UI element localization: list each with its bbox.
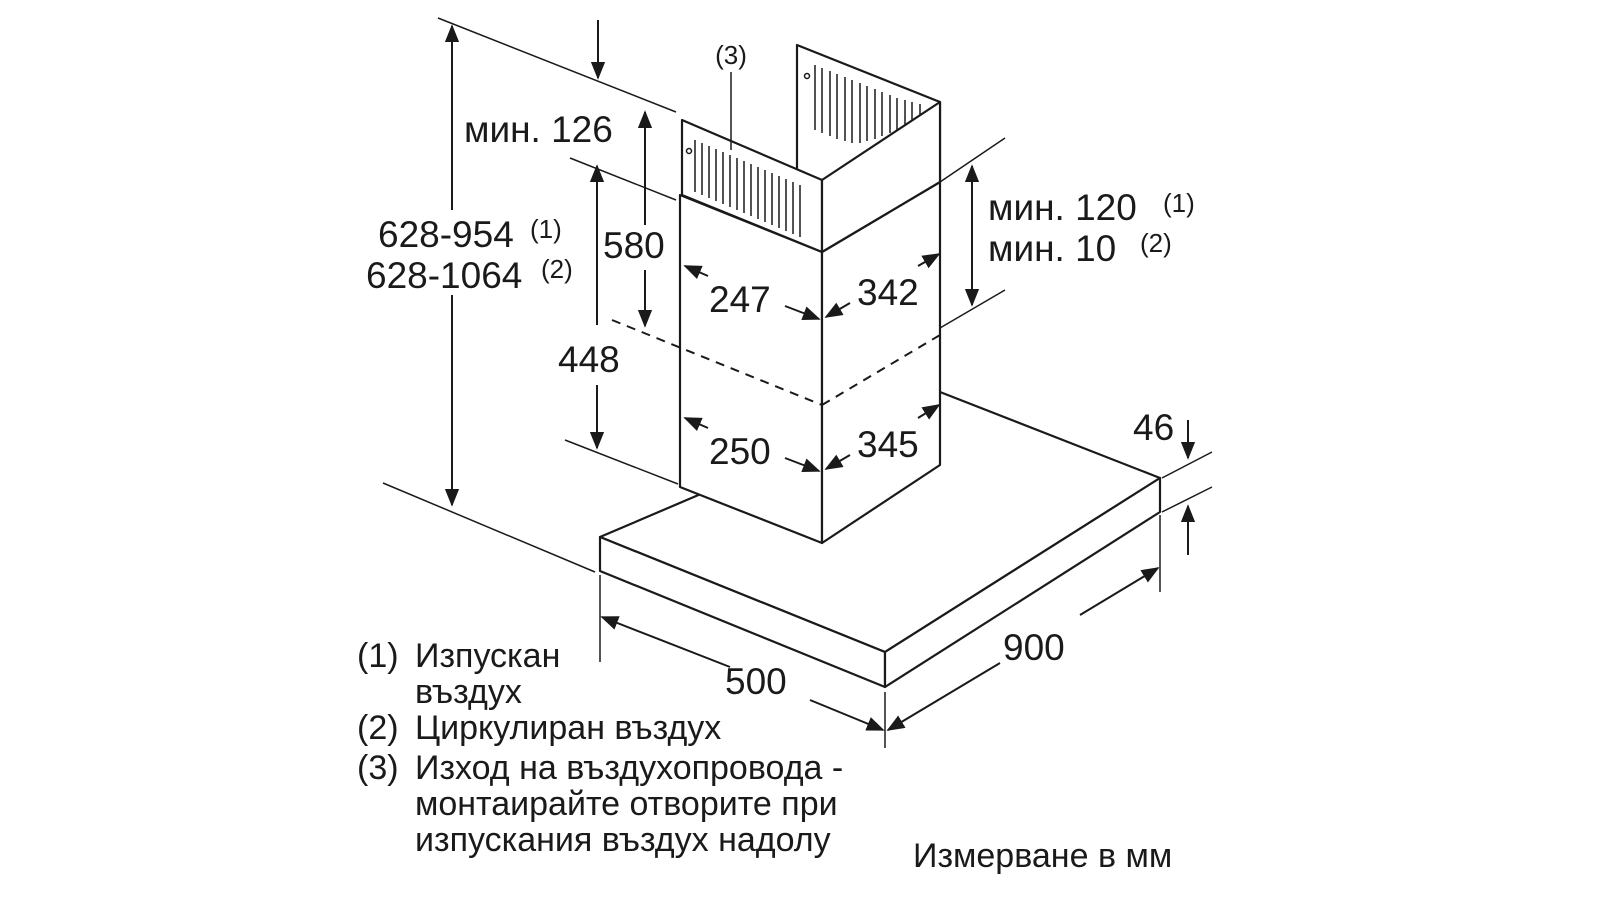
legend: (1) Изпускан въздух (2) Циркулиран възду… — [357, 637, 843, 859]
dim-min-120-ref: (1) — [1163, 188, 1195, 218]
dim-342: 342 — [857, 272, 919, 313]
reference-lines — [382, 17, 1213, 748]
legend-2-num: (2) — [357, 709, 399, 747]
legend-3-line-2: монтаирайте отворите при — [415, 785, 838, 823]
dimension-arrows — [444, 20, 1196, 731]
dim-247: 247 — [709, 279, 771, 320]
chimney — [611, 180, 942, 545]
legend-3-num: (3) — [357, 749, 399, 787]
dim-total-range-1: 628-954 — [378, 214, 514, 255]
dim-total-range-2: 628-1064 — [366, 255, 522, 296]
legend-3-line-3: изпускания въздух надолу — [415, 821, 831, 859]
dim-min-120: мин. 120 — [988, 187, 1137, 228]
dim-total-range-2-ref: (2) — [541, 254, 573, 284]
callout-3: (3) — [715, 40, 747, 70]
legend-1-num: (1) — [357, 637, 399, 675]
legend-2-line-1: Циркулиран въздух — [415, 709, 721, 747]
hood-canopy — [598, 390, 1162, 689]
dim-448: 448 — [558, 339, 620, 380]
legend-1-line-1: Изпускан — [415, 637, 560, 675]
dim-900: 900 — [1003, 627, 1065, 668]
dim-250: 250 — [709, 431, 771, 472]
dim-580: 580 — [603, 225, 665, 266]
dim-min-10-ref: (2) — [1140, 228, 1172, 258]
dim-min-10: мин. 10 — [988, 228, 1116, 269]
legend-1-line-2: въздух — [415, 673, 522, 711]
dim-500: 500 — [725, 661, 787, 702]
dim-345: 345 — [857, 424, 919, 465]
dim-46: 46 — [1133, 407, 1174, 448]
units-note: Измерване в мм — [913, 837, 1172, 875]
legend-3-line-1: Изход на въздухопровода - — [415, 749, 843, 787]
dim-min-126: мин. 126 — [464, 109, 613, 150]
dim-total-range-1-ref: (1) — [530, 214, 562, 244]
upper-duct-front-panel — [680, 72, 942, 254]
